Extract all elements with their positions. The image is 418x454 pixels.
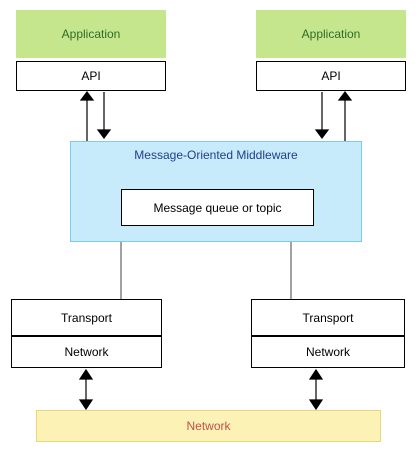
- right-application-label: Application: [301, 27, 361, 41]
- left-api-box: API: [16, 61, 166, 91]
- left-application-box: Application: [16, 10, 166, 58]
- right-network-box: Network: [251, 336, 405, 368]
- left-application-label: Application: [61, 27, 121, 41]
- right-transport-label: Transport: [302, 310, 354, 325]
- shared-network-label: Network: [186, 419, 231, 433]
- right-api-down-arrowhead: [314, 129, 330, 139]
- left-network-box: Network: [11, 336, 162, 368]
- middleware-title: Message-Oriented Middleware: [134, 148, 298, 162]
- right-network-label: Network: [305, 345, 350, 359]
- right-transport-box: Transport: [251, 299, 405, 336]
- right-api-box: API: [256, 61, 406, 91]
- left-network-label: Network: [64, 345, 109, 359]
- shared-network-box: Network: [36, 410, 381, 442]
- right-application-box: Application: [256, 10, 406, 58]
- left-network-down-arrowhead: [78, 399, 94, 411]
- left-api-down-arrowhead: [96, 129, 112, 139]
- left-transport-box: Transport: [11, 299, 162, 336]
- message-queue-box: Message queue or topic: [121, 189, 314, 226]
- right-network-up-arrowhead: [308, 368, 324, 380]
- right-api-label: API: [321, 69, 341, 83]
- message-queue-label: Message queue or topic: [153, 200, 282, 215]
- left-transport-label: Transport: [61, 310, 112, 325]
- left-api-up-arrowhead: [79, 91, 95, 101]
- left-network-up-arrowhead: [78, 368, 94, 380]
- left-api-label: API: [81, 69, 101, 83]
- right-network-down-arrowhead: [308, 399, 324, 411]
- right-api-up-arrowhead: [337, 91, 353, 101]
